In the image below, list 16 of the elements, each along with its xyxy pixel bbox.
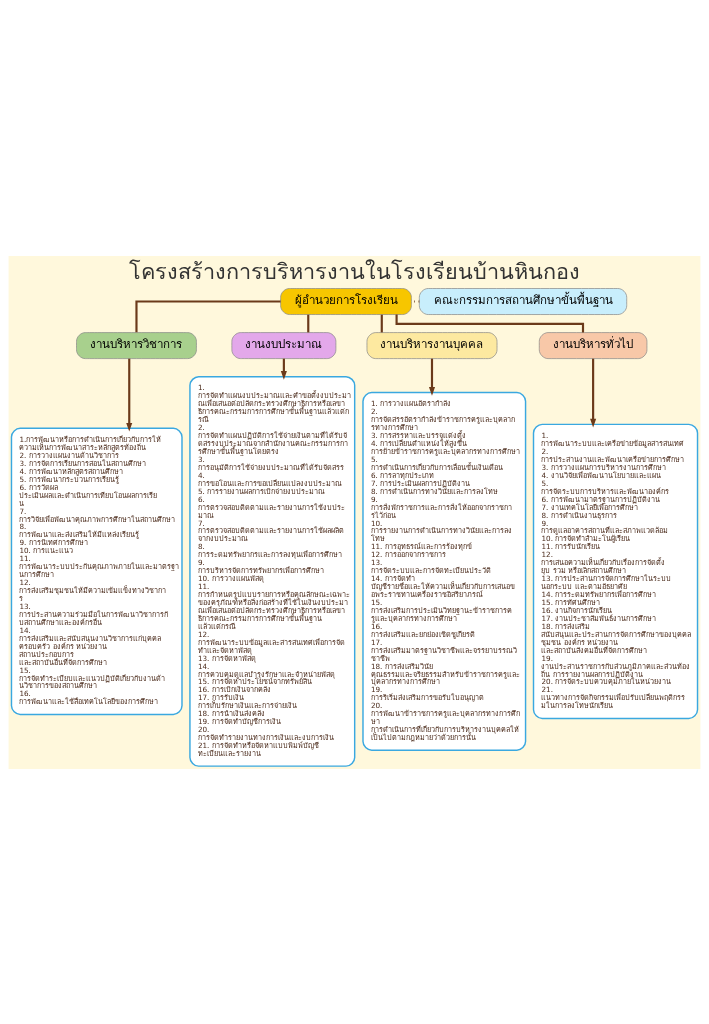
node-box: งานบริหารทั่วไป [538,331,648,359]
node-box: 1. การจัดทำแผนงบประมาณและคำขอตั้งงบประมาณเพื่อเสนอต่อปลัดกระทรวงศึกษาธิการหรือเลขาธิการคณะกรรมการการศึกษาขั้นพื้นฐานแล้วแต่กรณี 2. การจัดทำแผนปฏิบัติการใช้จ่ายเงินตามที่ได้รับจัดสรรงบประมาณจากสำนักงานคณะกรรมการการศึกษาขั้นพื้นฐานโดยตรง 3. การอนุมัติการใช้จ่ายงบประมาณที่ได้รับจัดสรร 4. การขอโอนและการขอเปลี่ยนแปลงงบประมาณ 5. การรายงานผลการเบิกจ่ายงบประมาณ 6. การตรวจสอบติดตามและรายงานการใช้งบประมาณ 7. การตรวจสอบติดตามและรายงานการใช้ผลผลิตจากงบประมาณ 8. การระดมทรัพยากรและการลงทุนเพื่อการศึกษา 9. การบริหารจัดการทรัพยากรเพื่อการศึกษา 10. การวางแผนพัสดุ 11. การกำหนดรูปแบบรายการหรือคุณลักษณะเฉพาะของครุภัณฑ์หรือสิ่งก่อสร้างที่ใช้ในเงินงบประมาณเพื่อเสนอต่อปลัดกระทรวงศึกษาธิการหรือเลขาธิการคณะกรรมการการศึกษาขั้นพื้นฐาน แล้วแต่กรณี 12. การพัฒนาระบบข้อมูลและสารสนเทศเพื่อการจัดทำและจัดหาพัสดุ 13. การจัดหาพัสดุ 14. การควบคุมดูแลบำรุงรักษาและจำหน่ายพัสดุ 15. การจัดหาประโยชน์จากทรัพย์สิน 16. การเบิกเงินจากคลัง 17. การรับเงิน การเก็บรักษาเงินและการจ่ายเงิน 18. การนำเงินส่งคลัง 19. การจัดทำบัญชีการเงิน 20. การจัดทำรายงานทางการเงินและงบการเงิน 21. การจัดทำหรือจัดหาแบบพิมพ์บัญชี ทะเบียนและรายงาน [189,375,356,767]
diagram-title: โครงสร้างการบริหารงานในโรงเรียนบ้านหินกอง [129,258,580,284]
arrow [126,358,133,432]
node-box: งานบริหารงานบุคคล [366,331,498,359]
node-box: คณะกรรมการสถานศึกษาขั้นพื้นฐาน [419,287,628,315]
connector [135,299,281,332]
node-box: งานบริหารวิชาการ [76,331,197,359]
node-box: ผู้อำนวยการโรงเรียน [280,287,412,315]
connector [395,314,585,332]
node-box: 1.การพัฒนาหรือการดำเนินการเกี่ยวกับการให้ความเห็นการพัฒนาสาระหลักสูตรท้องถิ่น 2. การวางแผนงานด้านวิชาการ 3. การจัดการเรียนการสอนในสถานศึกษา 4. การพัฒนาหลักสูตรสถานศึกษา 5. การพัฒนากระบวนการเรียนรู้ 6. การวัดผล ประเมินผลและดำเนินการเทียบโอนผลการเรียน 7. การวิจัยเพื่อพัฒนาคุณภาพการศึกษาในสถานศึกษา 8. การพัฒนาและส่งเสริมให้มีแหล่งเรียนรู้ 9. การนิเทศการศึกษา 10. การแนะแนว 11. การพัฒนาระบบประกันคุณภาพภายในและมาตรฐานการศึกษา 12. การส่งเสริมชุมชนให้มีความเข้มแข็งทางวิชาการ 13. การประสานความร่วมมือในการพัฒนาวิชาการกับสถานศึกษาและองค์กรอื่น 14. การส่งเสริมและสนับสนุนงานวิชาการแก่บุคคล ครอบครัว องค์กร หน่วยงาน สถานประกอบการ และสถาบันอื่นที่จัดการศึกษา 15. การจัดทำระเบียบและแนวปฏิบัติเกี่ยวกับงานด้านวิชาการของสถานศึกษา 16. การพัฒนาและใช้สื่อเทคโนโลยีของการศึกษา [10,427,183,715]
node-box: 1. การพัฒนาระบบและเครือข่ายข้อมูลสารสนเทศ 2. การประสานงานและพัฒนาเครือข่ายการศึกษา 3. การวางแผนการบริหารงานการศึกษา 4. งานวิจัยเพื่อพัฒนานโยบายและแผน 5. การจัดระบบการบริหารและพัฒนาองค์กร 6. การพัฒนามาตรฐานการปฏิบัติงาน 7. งานเทคโนโลยีเพื่อการศึกษา 8. การดำเนินงานธุรการ 9. การดูแลอาคารสถานที่และสภาพแวดล้อม 10. การจัดทำสำมะโนผู้เรียน 11. การรับนักเรียน 12. การเสนอความเห็นเกี่ยวกับเรื่องการจัดตั้ง ยุบ รวม หรือเลิกสถานศึกษา 13. การประสานการจัดการศึกษาในระบบ นอกระบบ และตามอัธยาศัย 14. การระดมทรัพยากรเพื่อการศึกษา 15. การทัศนศึกษา 16. งานกิจการนักเรียน 17. งานประชาสัมพันธ์งานการศึกษา 18. การส่งเสริม สนับสนุนและประสานการจัดการศึกษาของบุคคล ชุมชน องค์กร หน่วยงาน และสถาบันสังคมอื่นที่จัดการศึกษา 19. งานประสานราชการกับส่วนภูมิภาคและส่วนท้องถิ่น การรายงานผลการปฏิบัติงาน 20. การจัดระบบควบคุมภายในหน่วยงาน 21. แนวทางการจัดกิจกรรมเพื่อปรับเปลี่ยนพฤติกรรมในการลงโทษนักเรียน [532,423,699,719]
node-box: งานงบประมาณ [231,331,337,359]
arrow [590,358,597,427]
node-box: 1. การวางแผนอัตรากำลัง 2. การจัดสรรอัตรากำลังข้าราชการครูและบุคลากรทางการศึกษา 3. การสรรหาและบรรจุแต่งตั้ง 4. การเปลี่ยนตำแหน่งให้สูงขึ้น การย้ายข้าราชการครูและบุคลากรทางการศึกษา 5. การดำเนินการเกี่ยวกับการเลื่อนขั้นเงินเดือน 6. การลาทุกประเภท 7. การประเมินผลการปฏิบัติงาน 8. การดำเนินการทางวินัยและการลงโทษ 9. การสั่งพักราชการและการสั่งให้ออกจากราชการไว้ก่อน 10. การรายงานการดำเนินการทางวินัยและการลงโทษ 11. การอุทธรณ์และการร้องทุกข์ 12. การออกจากราชการ 13. การจัดระบบและการจัดทะเบียนประวัติ 14. การจัดทำ บัญชีรายชื่อและให้ความเห็นเกี่ยวกับการเสนอขอพระราชทานเครื่องราชอิสริยาภรณ์ 15. การส่งเสริมการประเมินวิทยฐานะข้าราชการครูและบุคลากรทางการศึกษา 16. การส่งเสริมและยกย่องเชิดชูเกียรติ 17. การส่งเสริมมาตรฐานวิชาชีพและจรรยาบรรณวิชาชีพ 18. การส่งเสริมวินัย คุณธรรมและจริยธรรมสำหรับข้าราชการครูและบุคลากรทางการศึกษา 19. การริเริ่มส่งเสริมการขอรับใบอนุญาต 20. การพัฒนาข้าราชการครูและบุคลากรทางการศึกษา การดำเนินการที่เกี่ยวกับการบริหารงานบุคคลให้เป็นไปตามกฎหมายว่าด้วยการนั้น [362,391,527,751]
arrow [428,358,436,396]
